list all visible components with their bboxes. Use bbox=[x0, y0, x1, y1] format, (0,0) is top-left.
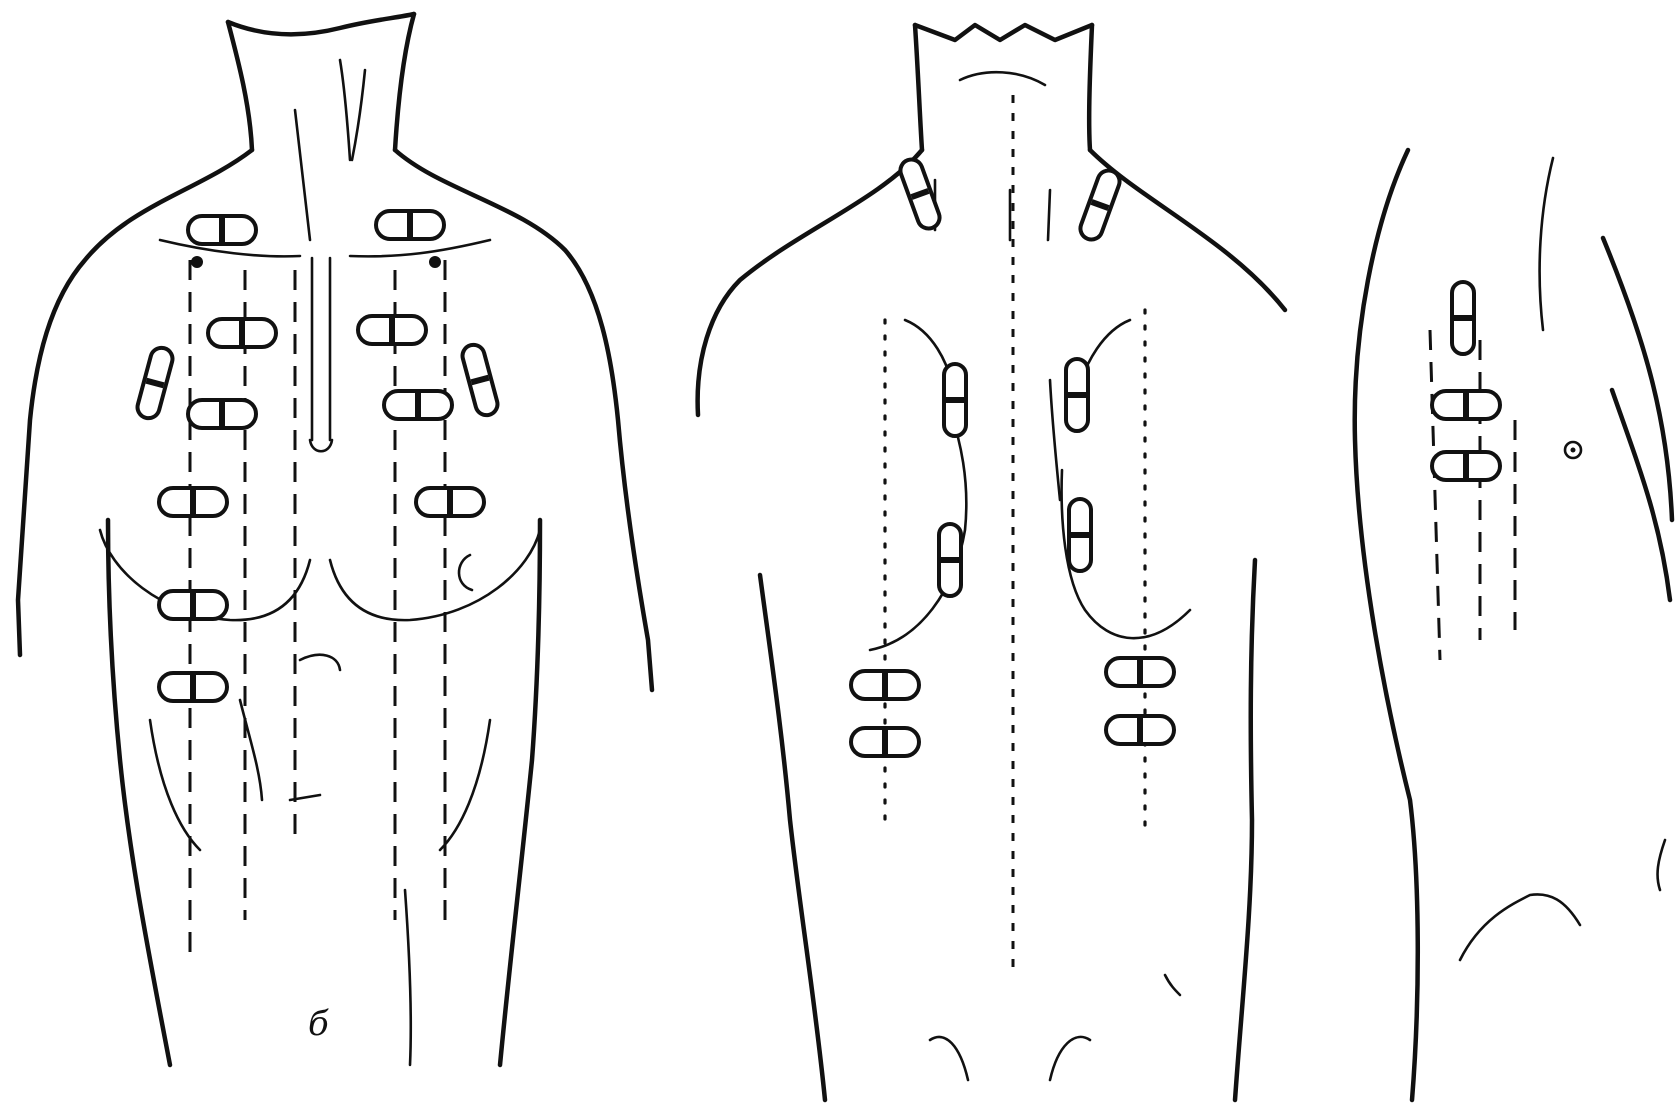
electrode bbox=[188, 400, 256, 428]
back-view bbox=[698, 25, 1285, 1100]
electrode bbox=[159, 488, 227, 516]
electrode bbox=[1077, 167, 1122, 242]
electrode bbox=[1069, 499, 1091, 571]
back-body-outline bbox=[698, 25, 1285, 1100]
electrode bbox=[384, 391, 452, 419]
electrode bbox=[1106, 658, 1174, 686]
electrode bbox=[376, 211, 444, 239]
electrode bbox=[851, 671, 919, 699]
electrode bbox=[135, 345, 175, 420]
side-view bbox=[1355, 150, 1672, 1100]
electrode bbox=[1432, 452, 1500, 480]
side-electrodes bbox=[1432, 282, 1500, 480]
electrode bbox=[358, 316, 426, 344]
electrode bbox=[159, 673, 227, 701]
side-anatomy-details bbox=[1460, 158, 1665, 960]
electrode bbox=[1432, 391, 1500, 419]
electrode bbox=[851, 728, 919, 756]
panel-label: б bbox=[308, 1004, 329, 1044]
electrode bbox=[1066, 359, 1088, 431]
electrode bbox=[188, 216, 256, 244]
side-electrode-paths bbox=[1430, 330, 1515, 660]
front-anatomy-details bbox=[100, 60, 540, 1065]
side-body-outline bbox=[1355, 150, 1672, 1100]
electrode bbox=[1452, 282, 1474, 354]
electrode bbox=[944, 364, 966, 436]
front-body-outline bbox=[18, 14, 652, 1065]
electrode bbox=[460, 342, 500, 417]
electrode bbox=[939, 524, 961, 596]
electrode bbox=[416, 488, 484, 516]
electrode bbox=[159, 591, 227, 619]
front-view: б bbox=[18, 14, 652, 1065]
electrode bbox=[1106, 716, 1174, 744]
electrode bbox=[208, 319, 276, 347]
